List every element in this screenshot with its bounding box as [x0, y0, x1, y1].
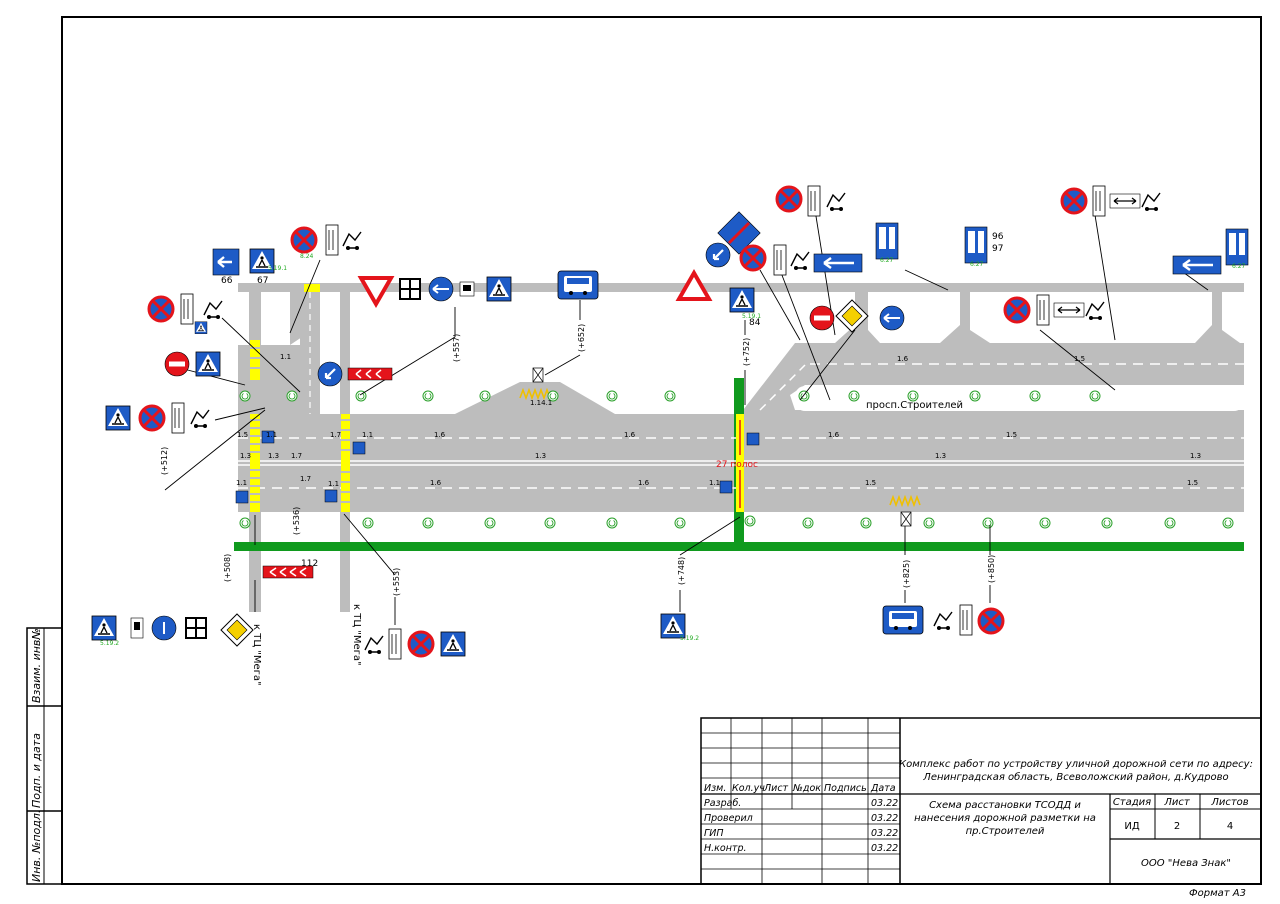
marking-1-5-e: 1.5	[1074, 355, 1085, 363]
hdr-podpis: Подпись	[824, 783, 867, 794]
marking-1-6-e: 1.6	[638, 479, 650, 487]
sign-number-67: 67	[257, 276, 268, 286]
chainage-512: (+512)	[160, 447, 169, 475]
hdr-data: Дата	[870, 783, 896, 794]
marking-1-3-d: 1.3	[935, 452, 946, 460]
side-label-inv: Инв. №подл.	[30, 810, 43, 882]
marking-1-3-e: 1.3	[1190, 452, 1201, 460]
chainage-850: (+850)	[987, 555, 996, 583]
stamp-sheets-header: Листов	[1210, 797, 1248, 808]
stamp-project: Комплекс работ по устройству уличной дор…	[899, 758, 1253, 770]
marking-1-5-d: 1.5	[1187, 479, 1198, 487]
stamp-title-2: нанесения дорожной разметки на	[914, 813, 1096, 824]
side-label-podp: Подп. и дата	[30, 733, 43, 808]
stamp-company: ООО "Нева Знак"	[1141, 858, 1231, 869]
svg-text:8.24: 8.24	[300, 253, 314, 260]
marking-1-7-a: 1.7	[330, 431, 341, 439]
chainage-536: (+536)	[292, 507, 301, 535]
stamp-address: Ленинградская область, Всеволожский райо…	[922, 771, 1228, 783]
sign-codes: 5.19.1 8.24 5.19.1 6.27 6.27 6.27 5.19.2…	[100, 253, 1246, 647]
marking-1-6-b: 1.6	[624, 431, 636, 439]
title-block	[700, 717, 1262, 885]
zigzag-markings	[519, 387, 921, 508]
lanes-note: 27 полос	[716, 460, 758, 470]
stamp-stage-header: Стадия	[1113, 797, 1151, 808]
date-nkontr: 03.22	[871, 843, 898, 854]
marking-1-3-c: 1.3	[535, 452, 546, 460]
marking-1-1-a: 1.1	[280, 353, 291, 361]
marking-1-1-f: 1.1	[709, 479, 720, 487]
marking-1-5-c: 1.5	[865, 479, 876, 487]
side-label-vzaim: Взаим. инв№	[30, 628, 43, 703]
stamp-sheet: 2	[1174, 821, 1180, 832]
role-nkontr: Н.контр.	[704, 843, 747, 854]
marking-1-6-c: 1.6	[828, 431, 840, 439]
role-proveril: Проверил	[704, 813, 753, 824]
role-gip: ГИП	[704, 828, 724, 839]
stamp-sheet-header: Лист	[1163, 797, 1191, 808]
role-razrab: Разраб.	[704, 798, 741, 809]
svg-text:5.19.2: 5.19.2	[100, 640, 119, 647]
chainage-508: (+508)	[223, 554, 232, 582]
svg-text:5.19.1: 5.19.1	[268, 265, 287, 272]
stamp-format: Формат А3	[1189, 888, 1246, 899]
marking-1-3-b: 1.3	[268, 452, 279, 460]
hdr-list: Лист	[763, 783, 789, 794]
hdr-izm: Изм.	[704, 783, 726, 794]
svg-text:5.19.2: 5.19.2	[680, 635, 699, 642]
chainage-557: (+557)	[452, 334, 461, 362]
marking-1-5-b: 1.5	[1006, 431, 1017, 439]
to-mega-label-2: к ТЦ "Мега"	[351, 604, 362, 666]
date-proveril: 03.22	[871, 813, 898, 824]
marking-1-14-1: 1.14.1	[530, 399, 552, 407]
marking-code-labels: 1.1 1.5 1.1 1.7 1.1 1.6 1.6 1.6 1.5 1.3 …	[236, 353, 1201, 488]
chainage-553: (+553)	[392, 568, 401, 596]
chainage-652: (+652)	[577, 324, 586, 352]
marking-1-1-e: 1.1	[328, 480, 339, 488]
sign-number-84: 84	[749, 318, 761, 328]
street-name: просп.Строителей	[866, 400, 963, 411]
svg-text:6.27: 6.27	[1232, 263, 1246, 270]
pedestrian-crossings	[249, 284, 744, 512]
sign-number-96: 96	[992, 232, 1004, 242]
chainage-labels: (+512) (+508) (+536) (+553) (+557) (+652…	[160, 324, 996, 596]
leader-lines	[164, 209, 1209, 625]
marking-1-6-a: 1.6	[434, 431, 446, 439]
hdr-ndok: №док	[792, 783, 821, 794]
chainage-748: (+748)	[677, 557, 686, 585]
marking-1-1-c: 1.1	[362, 431, 373, 439]
marking-1-6-f: 1.6	[897, 355, 909, 363]
road-signs	[91, 185, 1249, 660]
stamp-title-3: пр.Строителей	[966, 826, 1045, 837]
chainage-825: (+825)	[902, 560, 911, 588]
to-mega-label-1: к ТЦ "Мега"	[251, 624, 262, 686]
marking-1-3-a: 1.3	[240, 452, 251, 460]
date-razrab: 03.22	[871, 798, 898, 809]
stamp-stage: ИД	[1124, 821, 1139, 832]
hdr-kol: Кол.уч	[732, 783, 765, 794]
sign-number-66: 66	[221, 276, 233, 286]
marking-1-1-d: 1.1	[236, 479, 247, 487]
marking-1-5-a: 1.5	[237, 431, 248, 439]
stamp-title-1: Схема расстановки ТСОДД и	[929, 800, 1081, 811]
stamp-sheets: 4	[1227, 821, 1233, 832]
sign-number-97: 97	[992, 244, 1003, 254]
marking-1-7-c: 1.7	[300, 475, 311, 483]
date-gip: 03.22	[871, 828, 898, 839]
marking-1-6-d: 1.6	[430, 479, 442, 487]
sign-number-112: 112	[301, 559, 318, 569]
marking-1-7-b: 1.7	[291, 452, 302, 460]
svg-text:6.27: 6.27	[970, 261, 984, 268]
svg-text:6.27: 6.27	[880, 257, 894, 264]
svg-text:5.19.1: 5.19.1	[742, 313, 761, 320]
marking-1-1-b: 1.1	[266, 431, 277, 439]
chainage-752: (+752)	[742, 338, 751, 366]
